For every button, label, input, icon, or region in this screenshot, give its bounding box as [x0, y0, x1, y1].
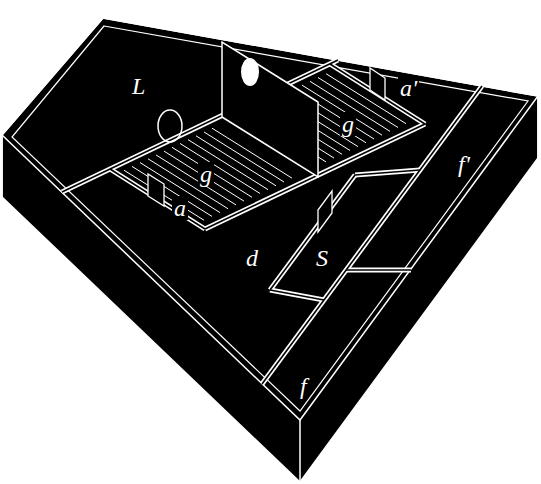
- door: [370, 68, 385, 100]
- part-letter: g: [340, 112, 356, 136]
- hole-outline: [158, 110, 182, 142]
- outer-rim: [2, 18, 538, 420]
- box-silhouette: [2, 18, 538, 482]
- hatch-line: [326, 74, 406, 124]
- part-letter: d: [244, 246, 260, 270]
- door: [318, 191, 332, 232]
- part-letter: a: [172, 196, 188, 220]
- part-letter: f: [298, 374, 309, 398]
- part-letter: g: [198, 162, 214, 186]
- partition-panel: [222, 42, 318, 177]
- hatch-line: [318, 78, 398, 128]
- corner-edge: [1, 135, 3, 197]
- part-letter: S: [314, 246, 330, 270]
- corner-edge: [299, 420, 301, 482]
- door: [148, 174, 164, 206]
- part-letter: a': [398, 76, 419, 100]
- part-letter: f': [456, 152, 472, 176]
- corner-edge: [537, 96, 539, 158]
- part-letter: L: [130, 74, 147, 98]
- panel-hole: [241, 58, 259, 86]
- inner-rim: [12, 26, 528, 411]
